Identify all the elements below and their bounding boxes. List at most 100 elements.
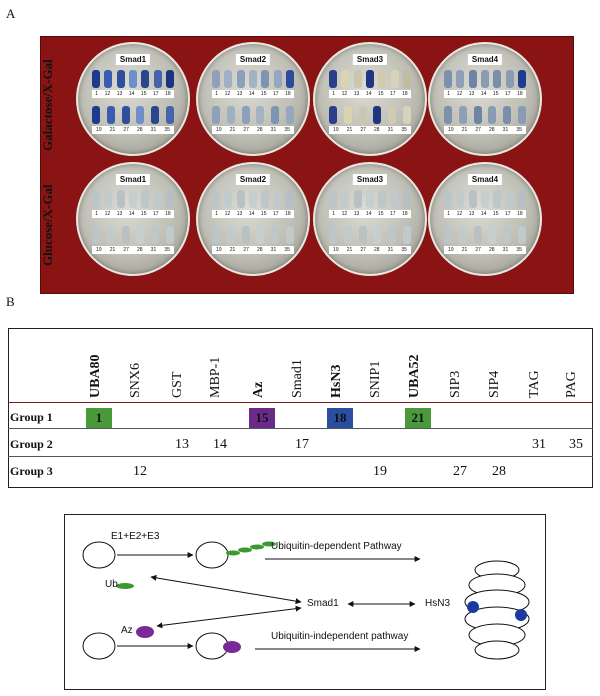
colony-streak: [388, 226, 397, 244]
strip-number: 27: [475, 247, 481, 253]
colony-streak: [402, 190, 411, 208]
strip-number: 31: [387, 247, 394, 253]
colony-streak: [480, 190, 489, 208]
strip-number: 18: [517, 211, 523, 217]
strip-number: 17: [390, 211, 396, 217]
colony-streak: [241, 226, 250, 244]
colony-streak: [468, 190, 477, 208]
strip-number: 1: [447, 91, 451, 97]
colony-streak: [456, 190, 465, 208]
colony-streak: [121, 226, 130, 244]
colony-streak: [273, 70, 282, 88]
ubiquitin-chain: [226, 541, 276, 556]
substrate-top-left: [82, 541, 116, 569]
strip-number: 18: [165, 91, 171, 97]
colony-streak: [456, 70, 465, 88]
colony-streak: [153, 70, 162, 88]
streak-row: [444, 226, 526, 244]
column-header: HsN3: [329, 364, 344, 398]
ub-chain-unit: [238, 547, 252, 553]
plate-label: Smad4: [467, 174, 503, 185]
proteasome-dot-right: [515, 609, 527, 621]
highlighted-clone-number: 1: [86, 408, 112, 428]
colony-streak: [136, 106, 145, 124]
colony-streak: [402, 70, 411, 88]
strip-number: 31: [270, 247, 277, 253]
colony-streak: [373, 226, 382, 244]
colony-streak: [92, 226, 100, 244]
colony-streak: [358, 226, 367, 244]
strip-number: 18: [402, 91, 408, 97]
strip-number: 13: [353, 91, 360, 97]
arrow-smad1-az: [156, 605, 302, 629]
arrow-smad1-ub: [150, 574, 302, 605]
colony-streak: [212, 70, 220, 88]
strip-number: 35: [284, 127, 290, 133]
ub-chain-unit: [262, 541, 276, 547]
colony-streak: [256, 226, 265, 244]
colony-streak: [493, 190, 502, 208]
strip-number: 13: [116, 91, 123, 97]
streak-row: [329, 70, 411, 88]
strip-number: 14: [365, 211, 372, 217]
substrate-bottom-left: [82, 632, 116, 660]
strip-number: 35: [401, 127, 407, 133]
colony-streak: [236, 70, 245, 88]
strip-number: 35: [516, 127, 522, 133]
strip-number: 18: [517, 91, 523, 97]
colony-streak: [92, 190, 100, 208]
colony-streak: [329, 190, 337, 208]
colony-streak: [151, 226, 160, 244]
strip-number: 21: [109, 127, 116, 133]
highlighted-clone-number: 18: [327, 408, 353, 428]
column-header: SNX6: [128, 362, 143, 398]
streak-row: [329, 190, 411, 208]
colony-streak: [256, 106, 265, 124]
strip-number: 31: [270, 127, 277, 133]
colony-streak: [285, 106, 294, 124]
streak-row: [444, 190, 526, 208]
strip-number: 15: [140, 211, 147, 217]
plate-label: Smad3: [352, 54, 388, 65]
strip-number: 21: [229, 127, 236, 133]
table-row-divider: [8, 456, 593, 457]
colony-streak: [329, 70, 337, 88]
colony-streak: [106, 106, 115, 124]
colony-streak: [353, 70, 362, 88]
label-az: Az: [121, 625, 133, 636]
strip-number: 28: [257, 247, 263, 253]
pathway-diagram: E1+E2+E3 Ub Az Smad1 HsN3 Ubiquitin-depe…: [64, 514, 546, 690]
strip-number: 28: [137, 247, 143, 253]
colony-streak: [165, 106, 174, 124]
strip-number: 27: [123, 247, 129, 253]
colony-streak: [388, 106, 397, 124]
clone-number: 35: [569, 437, 583, 452]
strip-number: 18: [285, 91, 291, 97]
colony-streak: [212, 226, 220, 244]
strip-number: 12: [224, 91, 231, 97]
highlighted-clone-number: 21: [405, 408, 431, 428]
proteasome-icon: [464, 560, 530, 660]
colony-streak: [458, 226, 467, 244]
streak-row: [444, 106, 526, 124]
streak-row: [212, 70, 294, 88]
highlighted-clone-number: 15: [249, 408, 275, 428]
strip-number: 28: [137, 127, 143, 133]
colony-streak: [444, 70, 452, 88]
proteasome-dot-left: [467, 601, 479, 613]
colony-streak: [390, 70, 399, 88]
strip-number: 12: [224, 211, 231, 217]
colony-streak: [273, 190, 282, 208]
colony-streak: [224, 70, 233, 88]
label-smad1: Smad1: [307, 598, 339, 609]
strip-number: 31: [150, 247, 157, 253]
colony-streak: [141, 190, 150, 208]
label-e-enzymes: E1+E2+E3: [111, 531, 160, 542]
